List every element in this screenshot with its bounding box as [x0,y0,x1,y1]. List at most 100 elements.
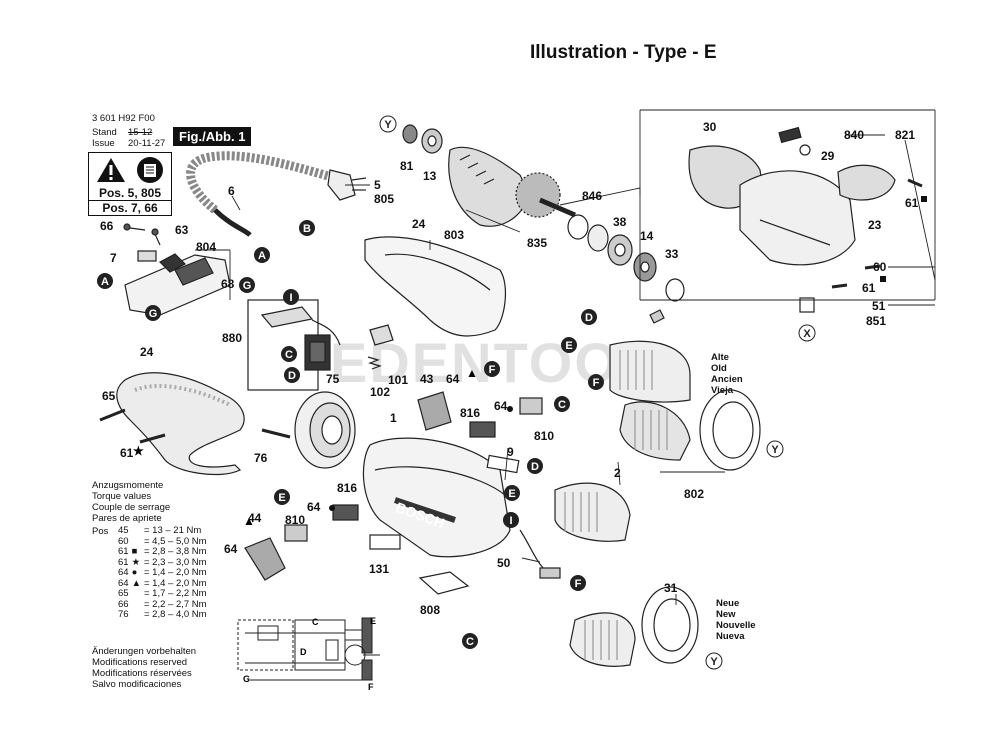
armature-803 [448,146,576,227]
label-76: 76 [254,451,268,465]
read-manual-icon [136,157,163,183]
label-23: 23 [868,218,882,232]
field-coil-802 [619,401,691,461]
part-number-labels: 6 5 805 66 63 7 804 68 880 24 65 61 76 7… [100,120,919,617]
screw-65 [99,408,126,422]
svg-text:A: A [101,276,109,288]
torque-row: 64▲= 1,4 – 2,0 Nm [118,577,210,590]
spring-102 [367,356,382,370]
note-es: Salvo modificaciones [92,679,182,690]
label-61-bottom: 61 [862,281,876,295]
label-38: 38 [613,215,627,229]
stand-new-date: 20-11-27 [128,138,166,149]
label-808: 808 [420,603,440,617]
label-29: 29 [821,149,835,163]
marker-F3: F [570,575,586,591]
field-coil-old [609,340,691,403]
torque-heading-de: Anzugsmomente [92,480,164,491]
label-810-top: 810 [534,429,554,443]
torque-sym: ★ [131,556,141,568]
marker-E3: E [274,489,290,505]
torque-val: = 1,4 – 2,0 Nm [143,577,207,589]
bearing-13 [421,128,443,154]
svg-text:E: E [508,488,515,500]
ring-33 [665,278,685,302]
wiring-schematic [237,617,380,681]
handle-24 [116,372,245,476]
cover-44 [244,537,286,581]
letter-markers: B A A G G I C D F D E F C Y D E E I F C … [97,115,816,670]
neue-en: New [716,609,736,620]
circlip-846 [567,214,589,240]
label-7: 7 [110,251,117,265]
alte-fr: Ancien [711,374,743,385]
gear-housing-24 [364,236,506,337]
torque-pos: 45 [118,525,129,536]
torque-row: 65= 1,7 – 2,2 Nm [118,588,210,600]
torque-pos: 66 [118,598,129,610]
spring-833 [649,309,665,324]
torque-row: 64●= 1,4 – 2,0 Nm [118,567,210,579]
svg-text:C: C [466,636,474,648]
marker-B1: B [299,220,315,236]
figure-label: Fig./Abb. 1 [173,127,252,146]
label-64-triangle: 64 [446,372,460,386]
marker-X1: X [798,324,816,342]
torque-pos: 64 [118,577,129,589]
marker-I1: I [283,289,299,305]
svg-text:Y: Y [710,656,718,668]
neue-de: Neue [716,598,740,609]
label-102: 102 [370,385,390,399]
marker-G1: G [145,305,161,321]
svg-text:F: F [575,578,582,590]
schematic-g: G [243,674,250,684]
marker-C1: C [281,346,297,362]
svg-text:B: B [303,223,311,235]
svg-text:D: D [531,461,539,473]
label-14: 14 [640,229,654,243]
switch-assembly [124,253,231,316]
marker-E1: E [561,337,577,353]
torque-heading-en: Torque values [92,491,152,502]
torque-heading: Anzugsmomente Torque values Couple de se… [92,480,170,524]
svg-text:E: E [278,492,285,504]
baffle-old [699,389,761,471]
label-9 [486,454,520,474]
svg-text:Y: Y [384,119,392,131]
marker-Y2: Y [705,652,723,670]
label-2: 2 [614,466,621,480]
motor-housing-1 [362,437,511,558]
schematic-e: E [370,616,376,626]
label-68: 68 [221,277,235,291]
marker-F1: F [484,361,500,377]
bearing-38 [607,234,633,266]
dot-marker-a [507,406,513,412]
torque-val: = 2,3 – 3,0 Nm [143,556,207,568]
warning-triangle-icon [96,158,125,182]
schematic-d: D [300,647,307,657]
warning-pos-line-1: Pos. 5, 805 [98,186,162,200]
torque-val: = 1,7 – 2,2 Nm [143,588,207,599]
note-en: Modifications reserved [92,657,188,668]
label-61-star: 61 [120,446,134,460]
label-816-bottom: 816 [337,481,357,495]
marker-D1: D [284,367,300,383]
marker-A2: A [97,273,113,289]
label-9: 9 [507,445,514,459]
label-131: 131 [369,562,389,576]
marker-D2: D [581,309,597,325]
svg-text:A: A [258,250,266,262]
plate-43 [417,391,452,431]
suppressor-880 [260,306,341,371]
screw-66 [123,223,146,231]
brush-holder-816-bottom [332,504,359,521]
torque-symbols: ★ ▲ ▲ [133,196,927,528]
label-804: 804 [196,240,216,254]
label-64-bottom: 64 [307,500,321,514]
old-version-labels: Alte Old Ancien Vieja [711,352,743,396]
svg-text:C: C [285,349,293,361]
warning-pos-line-2: Pos. 7, 66 [89,200,171,215]
marker-A1: A [254,247,270,263]
cable-50 [519,529,561,579]
